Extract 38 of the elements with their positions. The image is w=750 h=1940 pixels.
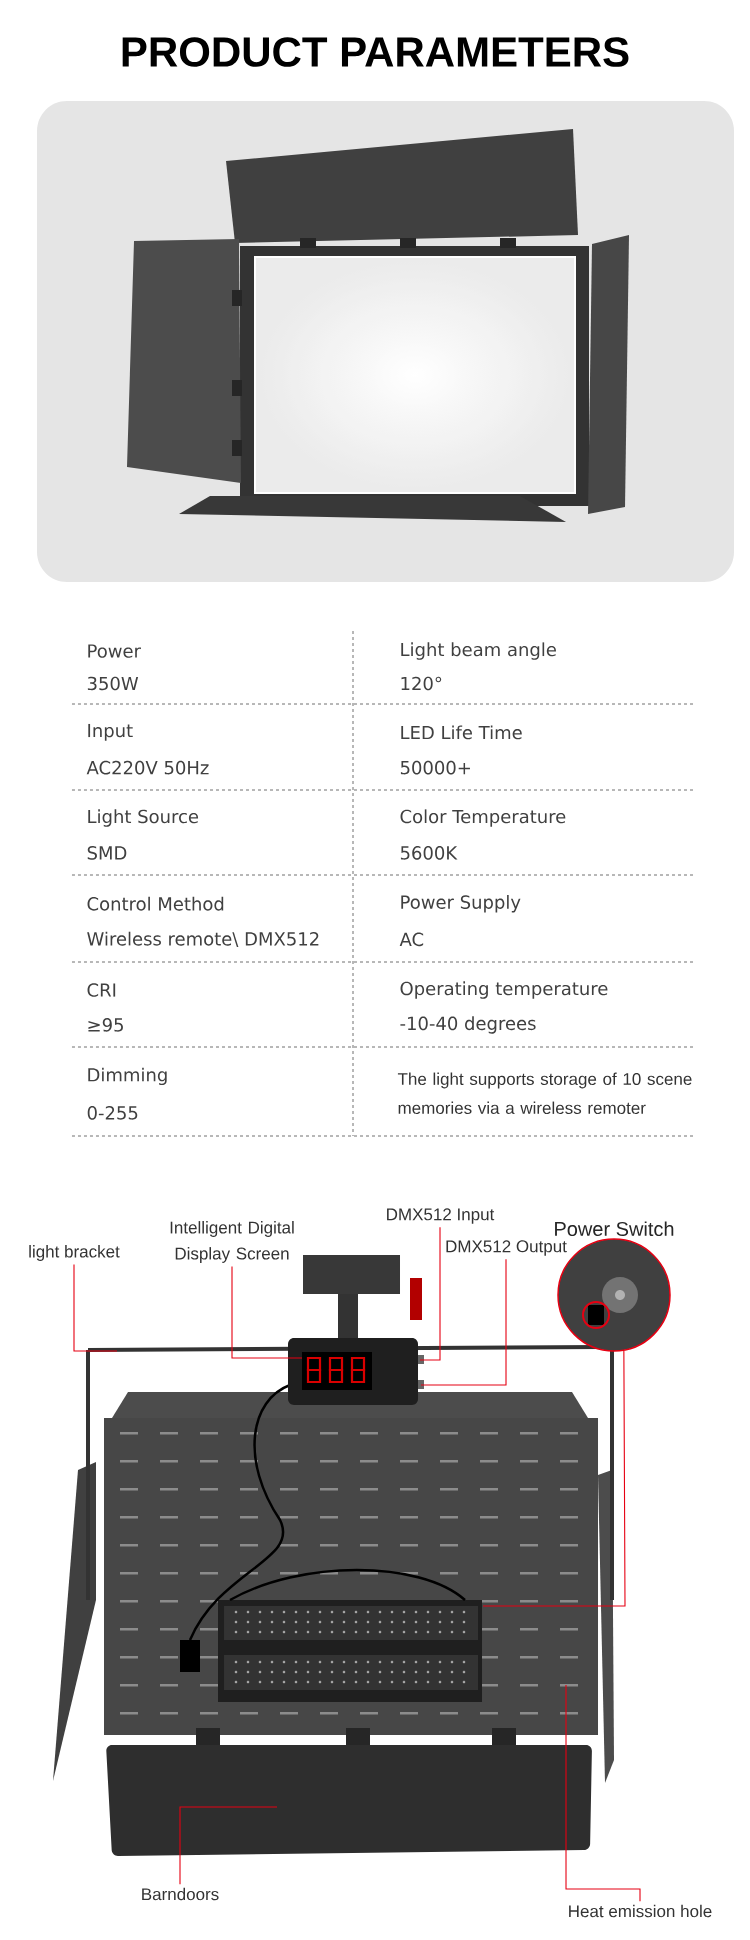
table-value: SMD — [87, 846, 127, 860]
table-note: The light supports storage of 10 scene memories via a wireless remoter — [397, 1072, 692, 1115]
callout-label: Barndoors — [142, 1887, 219, 1901]
table-value: -10-40 degrees — [400, 1016, 536, 1034]
table-heading: Color Temperature — [400, 809, 566, 827]
table-heading: Control Method — [87, 896, 224, 911]
table-heading: Power Supply — [401, 895, 521, 913]
callout-label: Heat emission hole — [569, 1904, 712, 1918]
table-value: 50000+ — [400, 760, 470, 775]
leader-line — [565, 1684, 641, 1902]
table-value: AC220V 50Hz — [86, 760, 209, 775]
leader-line — [420, 1258, 507, 1386]
node-label: Power Switch — [555, 1221, 674, 1237]
table-heading: LED Life Time — [401, 725, 522, 740]
table-heading: Power — [88, 644, 141, 658]
leader-line — [419, 1226, 441, 1361]
callout-label: Intelligent Digital Display Screen — [170, 1221, 294, 1263]
callout-label: DMX512 Input — [387, 1208, 495, 1224]
leader-line — [73, 1263, 118, 1352]
table-value: 120° — [401, 676, 442, 691]
table-value: 5600K — [400, 846, 458, 860]
leader-line — [231, 1265, 303, 1359]
table-value: AC — [399, 932, 424, 947]
leader-line — [179, 1806, 278, 1885]
table-value: ≥95 — [88, 1018, 123, 1032]
leader-line — [482, 1350, 626, 1607]
callout-label: light bracket — [29, 1245, 120, 1261]
table-heading: Light Source — [88, 809, 199, 827]
table-value: 350W — [87, 676, 139, 691]
table-heading: CRI — [87, 983, 116, 997]
table-value: Wireless remote\ DMX512 — [87, 931, 319, 948]
table-heading: Dimming — [88, 1067, 167, 1086]
table-heading: Operating temperature — [400, 981, 608, 999]
table-heading: Light beam angle — [401, 642, 556, 660]
callout-label: DMX512 Output — [446, 1240, 567, 1256]
page-title: PRODUCT PARAMETERS — [122, 37, 629, 67]
table-heading: Input — [88, 723, 133, 741]
table-value: 0-255 — [87, 1106, 138, 1120]
